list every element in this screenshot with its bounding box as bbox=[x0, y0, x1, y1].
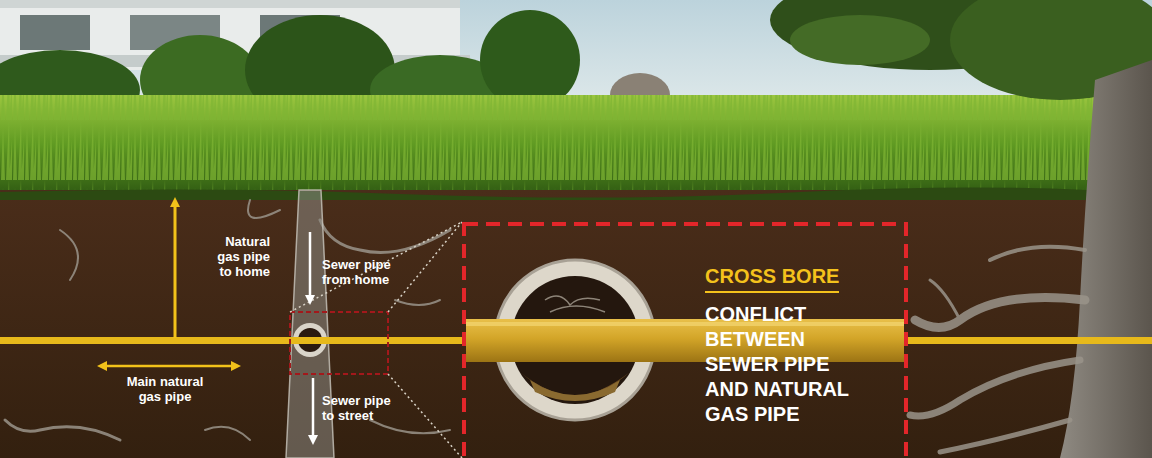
pipe-label: Sewer pipe from home bbox=[322, 257, 398, 287]
callout-text: CONFLICT BETWEEN SEWER PIPE AND NATURAL … bbox=[705, 302, 870, 427]
dashed-outline bbox=[462, 222, 908, 458]
pipe-label: Natural gas pipe to home bbox=[206, 234, 270, 279]
pipe-label: Main natural gas pipe bbox=[118, 374, 212, 404]
callout-heading: CROSS BORE bbox=[705, 264, 839, 293]
cross-bore-zoom-box: CROSS BORE CONFLICT BETWEEN SEWER PIPE AN… bbox=[462, 222, 908, 458]
pipe-label: Sewer pipe to street bbox=[322, 393, 398, 423]
